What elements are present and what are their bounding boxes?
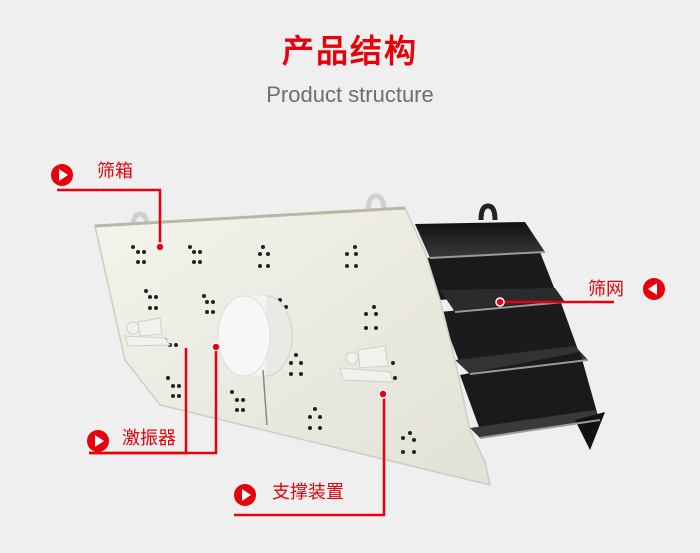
- support-brackets: [124, 317, 394, 383]
- callout-exciter: 激振器: [122, 428, 176, 449]
- page-subtitle: Product structure: [266, 82, 434, 107]
- play-arrow-left-icon: [643, 278, 665, 300]
- screen-box-body: [94, 207, 491, 487]
- lifting-lugs: [130, 193, 498, 229]
- play-arrow-icon: [51, 164, 73, 186]
- exciter-housing: [217, 295, 293, 426]
- leader-dots: [155, 242, 505, 399]
- play-arrow-icon: [234, 484, 256, 506]
- callout-support-device: 支撑装置: [272, 482, 344, 503]
- callout-screen-box: 筛箱: [97, 161, 133, 182]
- page-title: 产品结构: [281, 32, 418, 70]
- callout-screen-mesh: 筛网: [588, 279, 624, 300]
- play-arrow-icon: [87, 430, 109, 452]
